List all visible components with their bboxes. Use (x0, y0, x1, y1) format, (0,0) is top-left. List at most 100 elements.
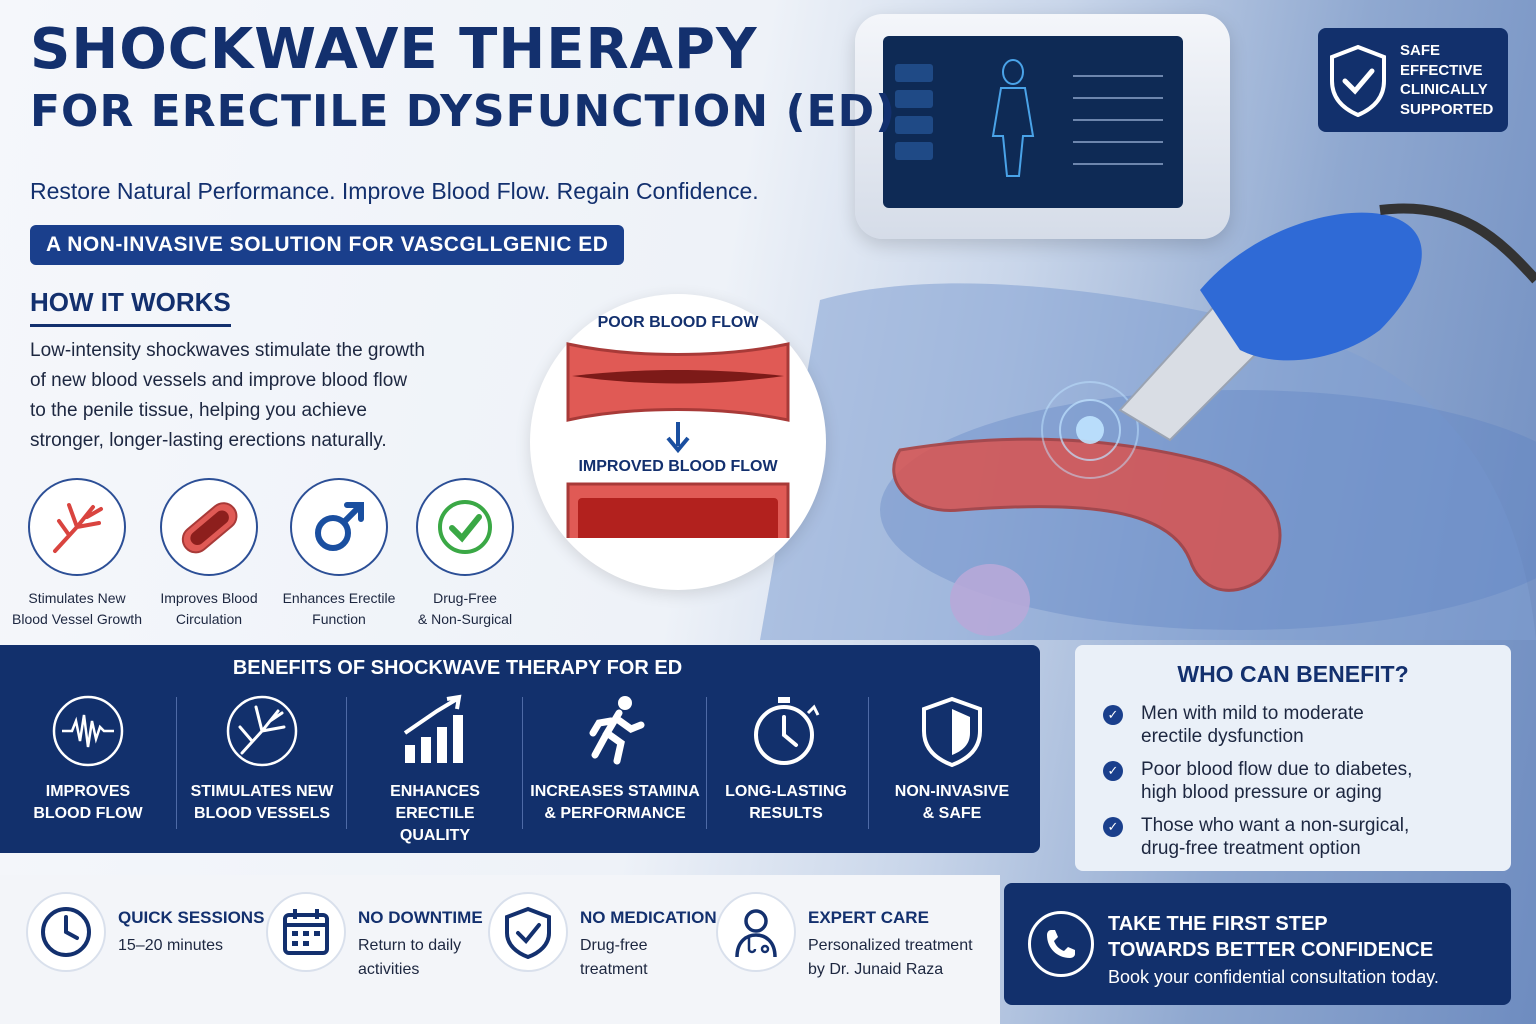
feature-drug-free: Drug-Free & Non-Surgical (400, 478, 530, 630)
benefit-6-l1: NON-INVASIVE (894, 783, 1010, 800)
feature-label-3a: Enhances Erectile (282, 590, 396, 606)
feature-label-4b: & Non-Surgical (417, 611, 513, 627)
no-downtime-desc-1: Return to daily (358, 937, 462, 954)
who-1-l1: Men with mild to moderate (1141, 703, 1364, 724)
shield-icon (922, 696, 982, 768)
benefit-2-l2: BLOOD VESSELS (193, 805, 331, 822)
benefit-3-l1: ENHANCES ERECTILE (390, 783, 480, 822)
no-downtime-title: NO DOWNTIME (358, 908, 483, 927)
feature-label-1a: Stimulates New (28, 590, 126, 606)
badge-line-4: SUPPORTED (1400, 100, 1494, 118)
who-2-l1: Poor blood flow due to diabetes, (1141, 759, 1413, 780)
cta-line-1: TAKE THE FIRST STEP (1108, 913, 1328, 935)
benefit-5-l1: LONG-LASTING (725, 783, 847, 800)
how-line-2: of new blood vessels and improve blood f… (30, 370, 408, 391)
divider (868, 697, 869, 829)
benefit-5-l2: RESULTS (749, 805, 823, 822)
phone-icon[interactable] (1028, 911, 1094, 977)
title-line-2: FOR ERECTILE DYSFUNCTION (ED) (30, 86, 897, 137)
divider (706, 697, 707, 829)
page-title: SHOCKWAVE THERAPY FOR ERECTILE DYSFUNCTI… (30, 22, 896, 134)
improved-flow-label: IMPROVED BLOOD FLOW (578, 458, 778, 475)
vessel-branch-icon (53, 503, 103, 553)
who-1-l2: erectile dysfunction (1141, 726, 1304, 747)
how-line-3: to the penile tissue, helping you achiev… (30, 400, 367, 421)
who-2-l2: high blood pressure or aging (1141, 782, 1382, 803)
how-it-works-heading: HOW IT WORKS (30, 287, 231, 327)
badge-line-3: CLINICALLY (1400, 81, 1488, 98)
who-heading: WHO CAN BENEFIT? (1177, 661, 1409, 687)
feature-label-2b: Circulation (175, 611, 243, 627)
who-3-l1: Those who want a non-surgical, (1141, 815, 1410, 836)
expert-care-item: EXPERT CARE Personalized treatment by Dr. … (716, 892, 973, 982)
divider (522, 697, 523, 829)
benefit-1-l1: IMPROVES (45, 783, 131, 800)
growth-chart-icon (403, 694, 463, 763)
shield-check-icon (505, 906, 551, 959)
who-can-benefit-panel: WHO CAN BENEFIT? ✓ Men with mild to moder… (1075, 645, 1511, 871)
no-downtime-item: NO DOWNTIME Return to daily activities (266, 892, 483, 982)
benefit-erectile-quality: ENHANCES ERECTILE QUALITY (350, 691, 520, 844)
safety-badge: SAFE EFFECTIVE CLINICALLY SUPPORTED (1318, 28, 1508, 132)
stopwatch-icon (754, 697, 820, 765)
benefit-4-l2: & PERFORMANCE (544, 805, 686, 822)
badge-line-1: SAFE (1400, 42, 1441, 59)
quick-sessions-desc: 15–20 minutes (118, 937, 223, 954)
title-line-1: SHOCKWAVE THERAPY (30, 17, 758, 82)
clock-icon (41, 907, 91, 957)
benefit-blood-flow: IMPROVES BLOOD FLOW (10, 691, 166, 831)
benefits-panel: BENEFITS OF SHOCKWAVE THERAPY FOR ED IMP… (0, 645, 1040, 853)
quick-sessions-item: QUICK SESSIONS 15–20 minutes (26, 892, 264, 972)
divider (176, 697, 177, 829)
who-3-l2: drug-free treatment option (1141, 838, 1361, 859)
shockwave-device (855, 14, 1230, 239)
how-line-4: stronger, longer-lasting erections natur… (30, 430, 387, 451)
who-item: ✓ Those who want a non-surgical,drug-free… (1103, 814, 1483, 860)
cta-line-2: TOWARDS BETTER CONFIDENCE (1108, 939, 1434, 961)
benefit-new-vessels: STIMULATES NEW BLOOD VESSELS (180, 691, 344, 831)
expert-care-title: EXPERT CARE (808, 908, 929, 927)
badge-line-2: EFFECTIVE (1400, 61, 1483, 79)
benefit-6-l2: & SAFE (922, 805, 982, 822)
checkmark-icon: ✓ (1103, 761, 1123, 781)
poor-flow-label: POOR BLOOD FLOW (597, 314, 759, 331)
vessels-icon (226, 695, 298, 767)
benefit-long-lasting: LONG-LASTING RESULTS (710, 691, 862, 831)
artery-icon (181, 502, 238, 554)
feature-label-1b: Blood Vessel Growth (12, 611, 142, 627)
shield-check-icon (1330, 44, 1386, 117)
feature-label-2a: Improves Blood (160, 590, 258, 606)
expert-care-desc-1: Personalized treatment (808, 937, 973, 954)
benefit-stamina: INCREASES STAMINA & PERFORMANCE (526, 691, 704, 831)
cta-subtext: Book your confidential consultation toda… (1108, 967, 1439, 987)
feature-label-3b: Function (312, 611, 366, 627)
feature-label-4a: Drug-Free (433, 590, 497, 606)
consultation-cta[interactable]: TAKE THE FIRST STEP TOWARDS BETTER CONFID… (1004, 883, 1511, 1005)
who-item: ✓ Poor blood flow due to diabetes,high bl… (1103, 758, 1483, 804)
benefit-non-invasive: NON-INVASIVE & SAFE (872, 691, 1032, 831)
checkmark-icon: ✓ (1103, 705, 1123, 725)
male-symbol-icon (315, 502, 364, 551)
treatment-illustration (760, 203, 1536, 640)
quick-sessions-title: QUICK SESSIONS (118, 908, 265, 927)
calendar-icon (283, 909, 329, 955)
waveform-icon (52, 695, 124, 767)
no-medication-desc-2: treatment (580, 961, 648, 978)
benefit-2-l1: STIMULATES NEW (190, 783, 334, 800)
no-medication-title: NO MEDICATION (580, 908, 717, 927)
expert-care-desc-2: by Dr. Junaid Raza (808, 961, 944, 978)
tagline: Restore Natural Performance. Improve Blo… (30, 178, 759, 204)
benefit-3-l2: QUALITY (399, 827, 471, 844)
checkmark-icon: ✓ (1103, 817, 1123, 837)
solution-pill: A NON-INVASIVE SOLUTION FOR VASCGLLGENIC… (30, 225, 625, 265)
no-downtime-desc-2: activities (358, 961, 420, 978)
benefits-heading: BENEFITS OF SHOCKWAVE THERAPY FOR ED (232, 657, 683, 679)
benefit-1-l2: BLOOD FLOW (33, 805, 143, 822)
benefit-4-l1: INCREASES STAMINA (530, 783, 700, 800)
check-circle-icon (438, 500, 492, 554)
doctor-icon (735, 909, 777, 958)
